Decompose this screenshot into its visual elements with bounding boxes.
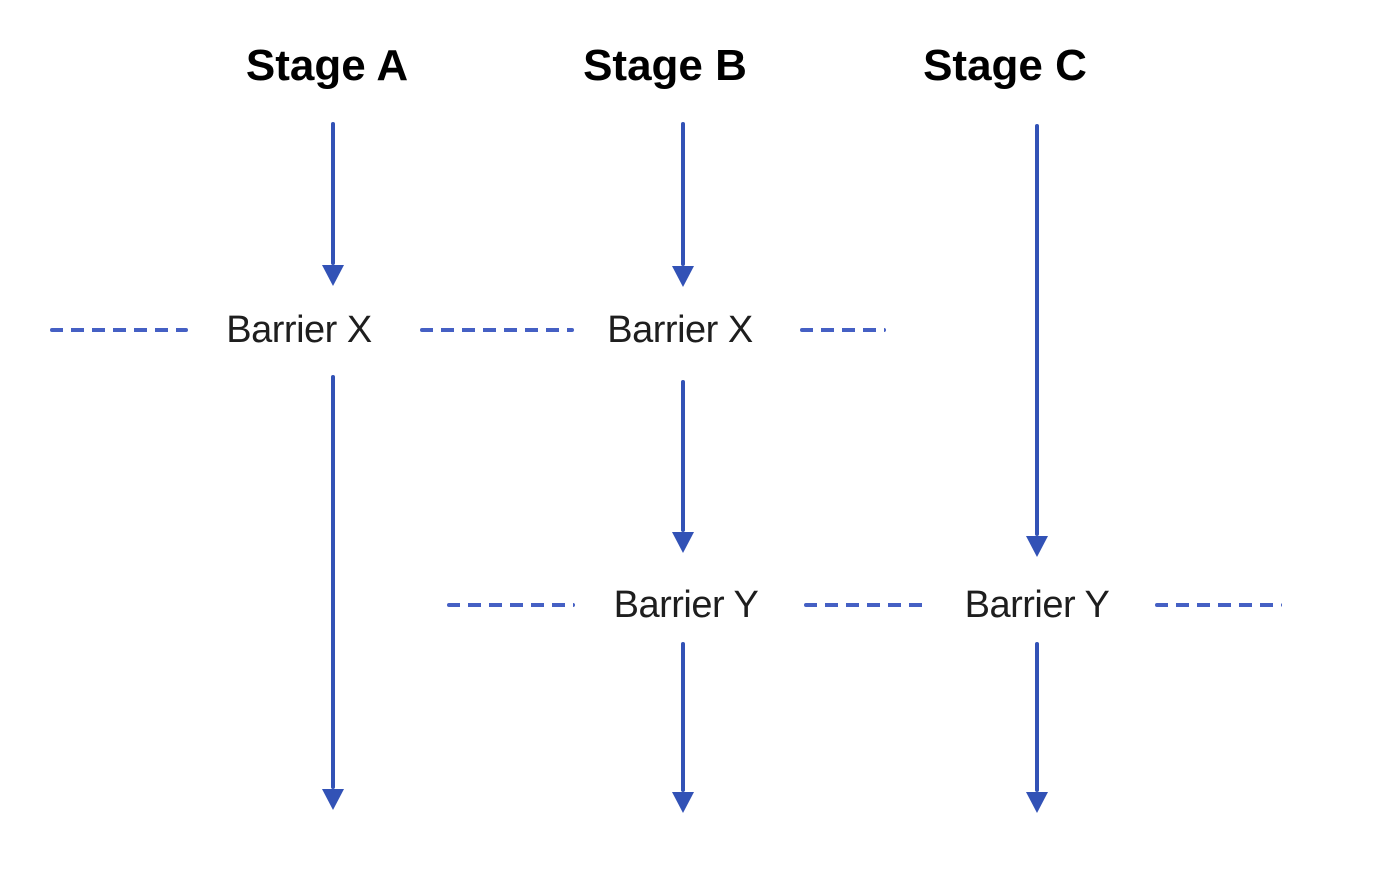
barrier-y-dash-left — [447, 603, 575, 607]
arrow-shaft — [1035, 124, 1039, 536]
stage-a-arrow-top — [321, 122, 345, 286]
arrow-shaft — [681, 380, 685, 532]
arrow-shaft — [681, 122, 685, 266]
arrowhead-down-icon — [322, 789, 344, 810]
arrow-shaft — [331, 375, 335, 789]
arrowhead-down-icon — [322, 265, 344, 286]
arrowhead-down-icon — [672, 532, 694, 553]
barrier-x-label-stage-a: Barrier X — [226, 309, 372, 351]
barrier-y-label-stage-b: Barrier Y — [613, 584, 759, 626]
stage-c-arrow-top — [1025, 124, 1049, 557]
barrier-x-dash-right — [800, 328, 886, 332]
stage-b-arrow-middle — [671, 380, 695, 553]
arrow-shaft — [1035, 642, 1039, 792]
arrow-shaft — [681, 642, 685, 792]
stage-b-arrow-top — [671, 122, 695, 287]
stage-b-label: Stage B — [583, 41, 747, 90]
barrier-y-label-stage-c: Barrier Y — [964, 584, 1110, 626]
stage-c-label: Stage C — [923, 41, 1087, 90]
barrier-x-dash-middle — [420, 328, 574, 332]
barrier-y-dash-right — [1155, 603, 1282, 607]
barrier-x-dash-left — [50, 328, 188, 332]
arrowhead-down-icon — [672, 266, 694, 287]
arrowhead-down-icon — [1026, 536, 1048, 557]
barrier-x-label-stage-b: Barrier X — [607, 309, 753, 351]
arrow-shaft — [331, 122, 335, 265]
stage-a-label: Stage A — [245, 41, 409, 90]
arrowhead-down-icon — [1026, 792, 1048, 813]
barrier-y-dash-middle — [804, 603, 926, 607]
stage-b-arrow-bottom — [671, 642, 695, 813]
stage-a-arrow-bottom — [321, 375, 345, 810]
stage-c-arrow-bottom — [1025, 642, 1049, 813]
arrowhead-down-icon — [672, 792, 694, 813]
